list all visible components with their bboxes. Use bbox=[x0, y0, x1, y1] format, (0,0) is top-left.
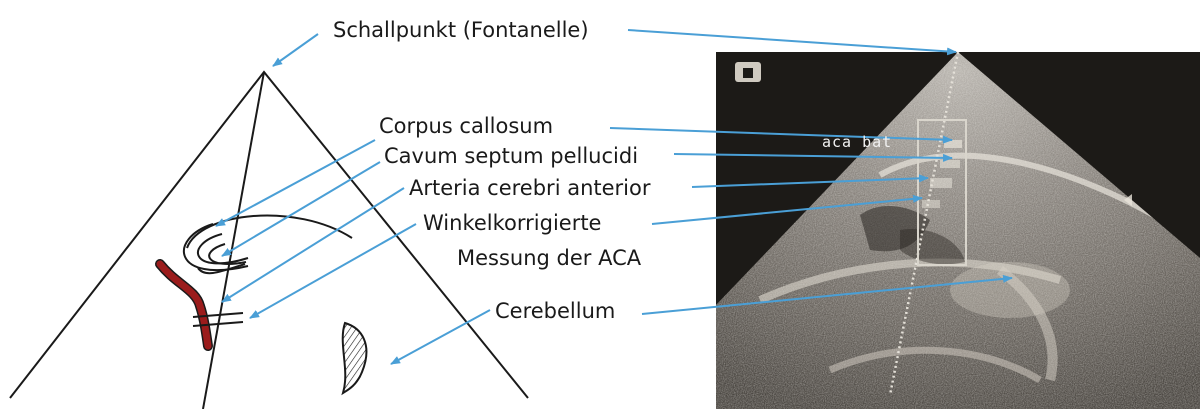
cavum-arc-inner bbox=[198, 234, 248, 263]
label-cavum-septum: Cavum septum pellucidi bbox=[384, 144, 638, 168]
arrow-schallpunkt-left bbox=[273, 34, 318, 66]
arrow-cerebellum-left bbox=[391, 310, 490, 364]
artery-fill bbox=[160, 264, 208, 346]
label-arteria-cerebri: Arteria cerebri anterior bbox=[409, 176, 650, 200]
corpus-callosum-arc bbox=[187, 215, 352, 248]
scan-axis-line bbox=[203, 72, 264, 409]
ultrasound-image bbox=[716, 52, 1200, 409]
label-schallpunkt: Schallpunkt (Fontanelle) bbox=[333, 18, 589, 42]
ge-logo-icon bbox=[735, 62, 761, 82]
arrow-winkel-left bbox=[250, 224, 416, 318]
label-corpus-callosum: Corpus callosum bbox=[379, 114, 553, 138]
ultrasound-overlay-text: aca bat bbox=[822, 133, 892, 151]
label-winkelkorrigierte: Winkelkorrigierte bbox=[423, 211, 601, 235]
arrow-arteria-left bbox=[222, 188, 404, 302]
label-messung-aca: Messung der ACA bbox=[457, 246, 641, 270]
label-cerebellum: Cerebellum bbox=[495, 299, 615, 323]
arrow-schallpunkt-right bbox=[628, 30, 956, 52]
cerebellum-shape bbox=[343, 323, 367, 393]
